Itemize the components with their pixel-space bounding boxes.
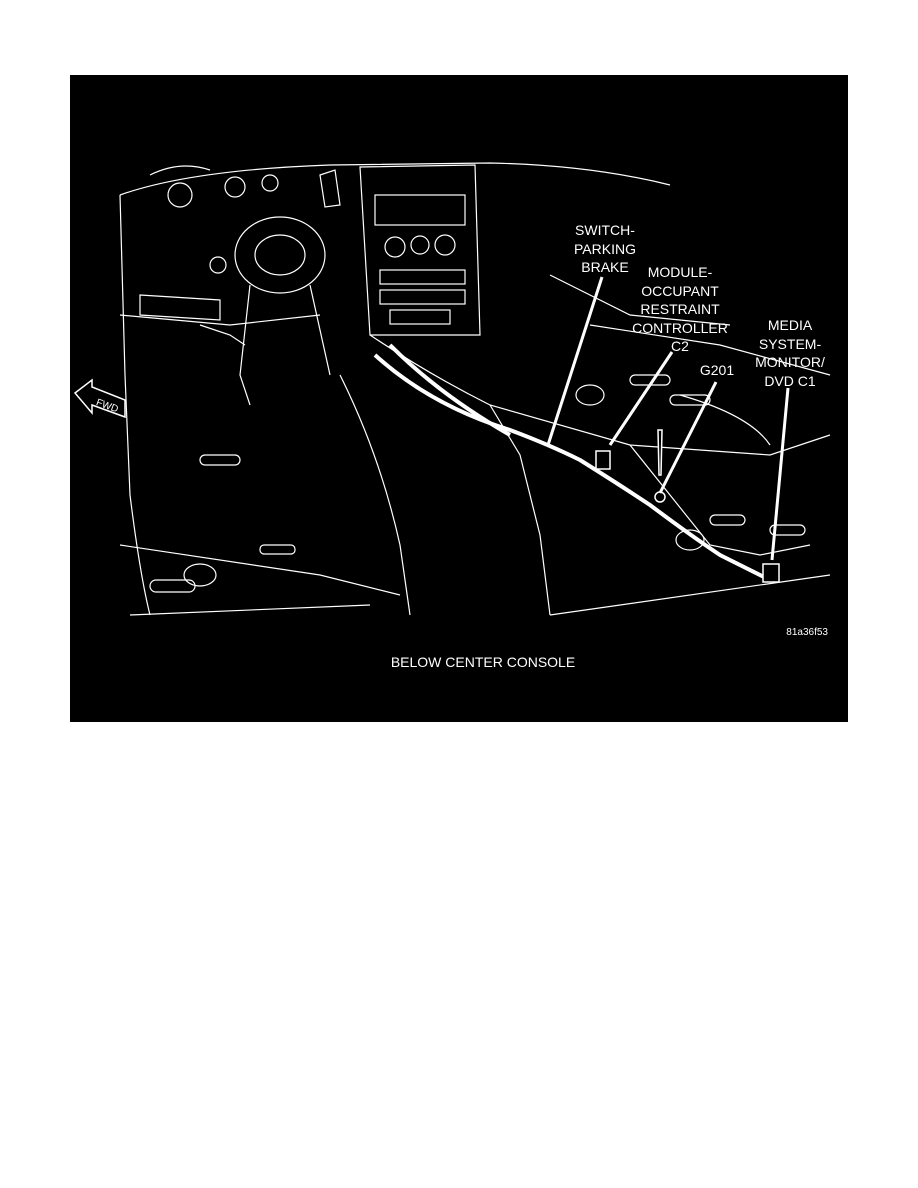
center-stack [359,164,481,336]
callout-switch-parking-brake: SWITCH- PARKING BRAKE [574,222,636,275]
leader-g201 [658,381,718,494]
occupant-restraint-connector [595,450,611,470]
media-monitor-connector [762,563,780,583]
callout-module-occupant-restraint-controller: MODULE- OCCUPANT RESTRAINT CONTROLLER C2 [632,264,728,354]
callout-media-system-monitor: MEDIA SYSTEM- MONITOR/ DVD C1 [755,317,825,389]
leader-switch-parking-brake [546,276,604,446]
wiring-harness [373,343,771,582]
leader-module-orc [608,351,674,446]
callout-g201: G201 [699,362,735,378]
figure-code: 81a36f53 [786,627,828,638]
dash-top-line [119,162,671,196]
fwd-arrow-icon: FWD [73,378,126,419]
leader-media-monitor [770,387,790,561]
steering-hub [234,216,326,294]
g201-ground-point [654,491,666,503]
figure-caption: BELOW CENTER CONSOLE [390,654,576,670]
diagram-figure: FWD SWITCH- PARKING BRAKE MODULE- OCCUPA… [70,75,848,722]
vehicle-interior-illustration: FWD [73,162,831,616]
